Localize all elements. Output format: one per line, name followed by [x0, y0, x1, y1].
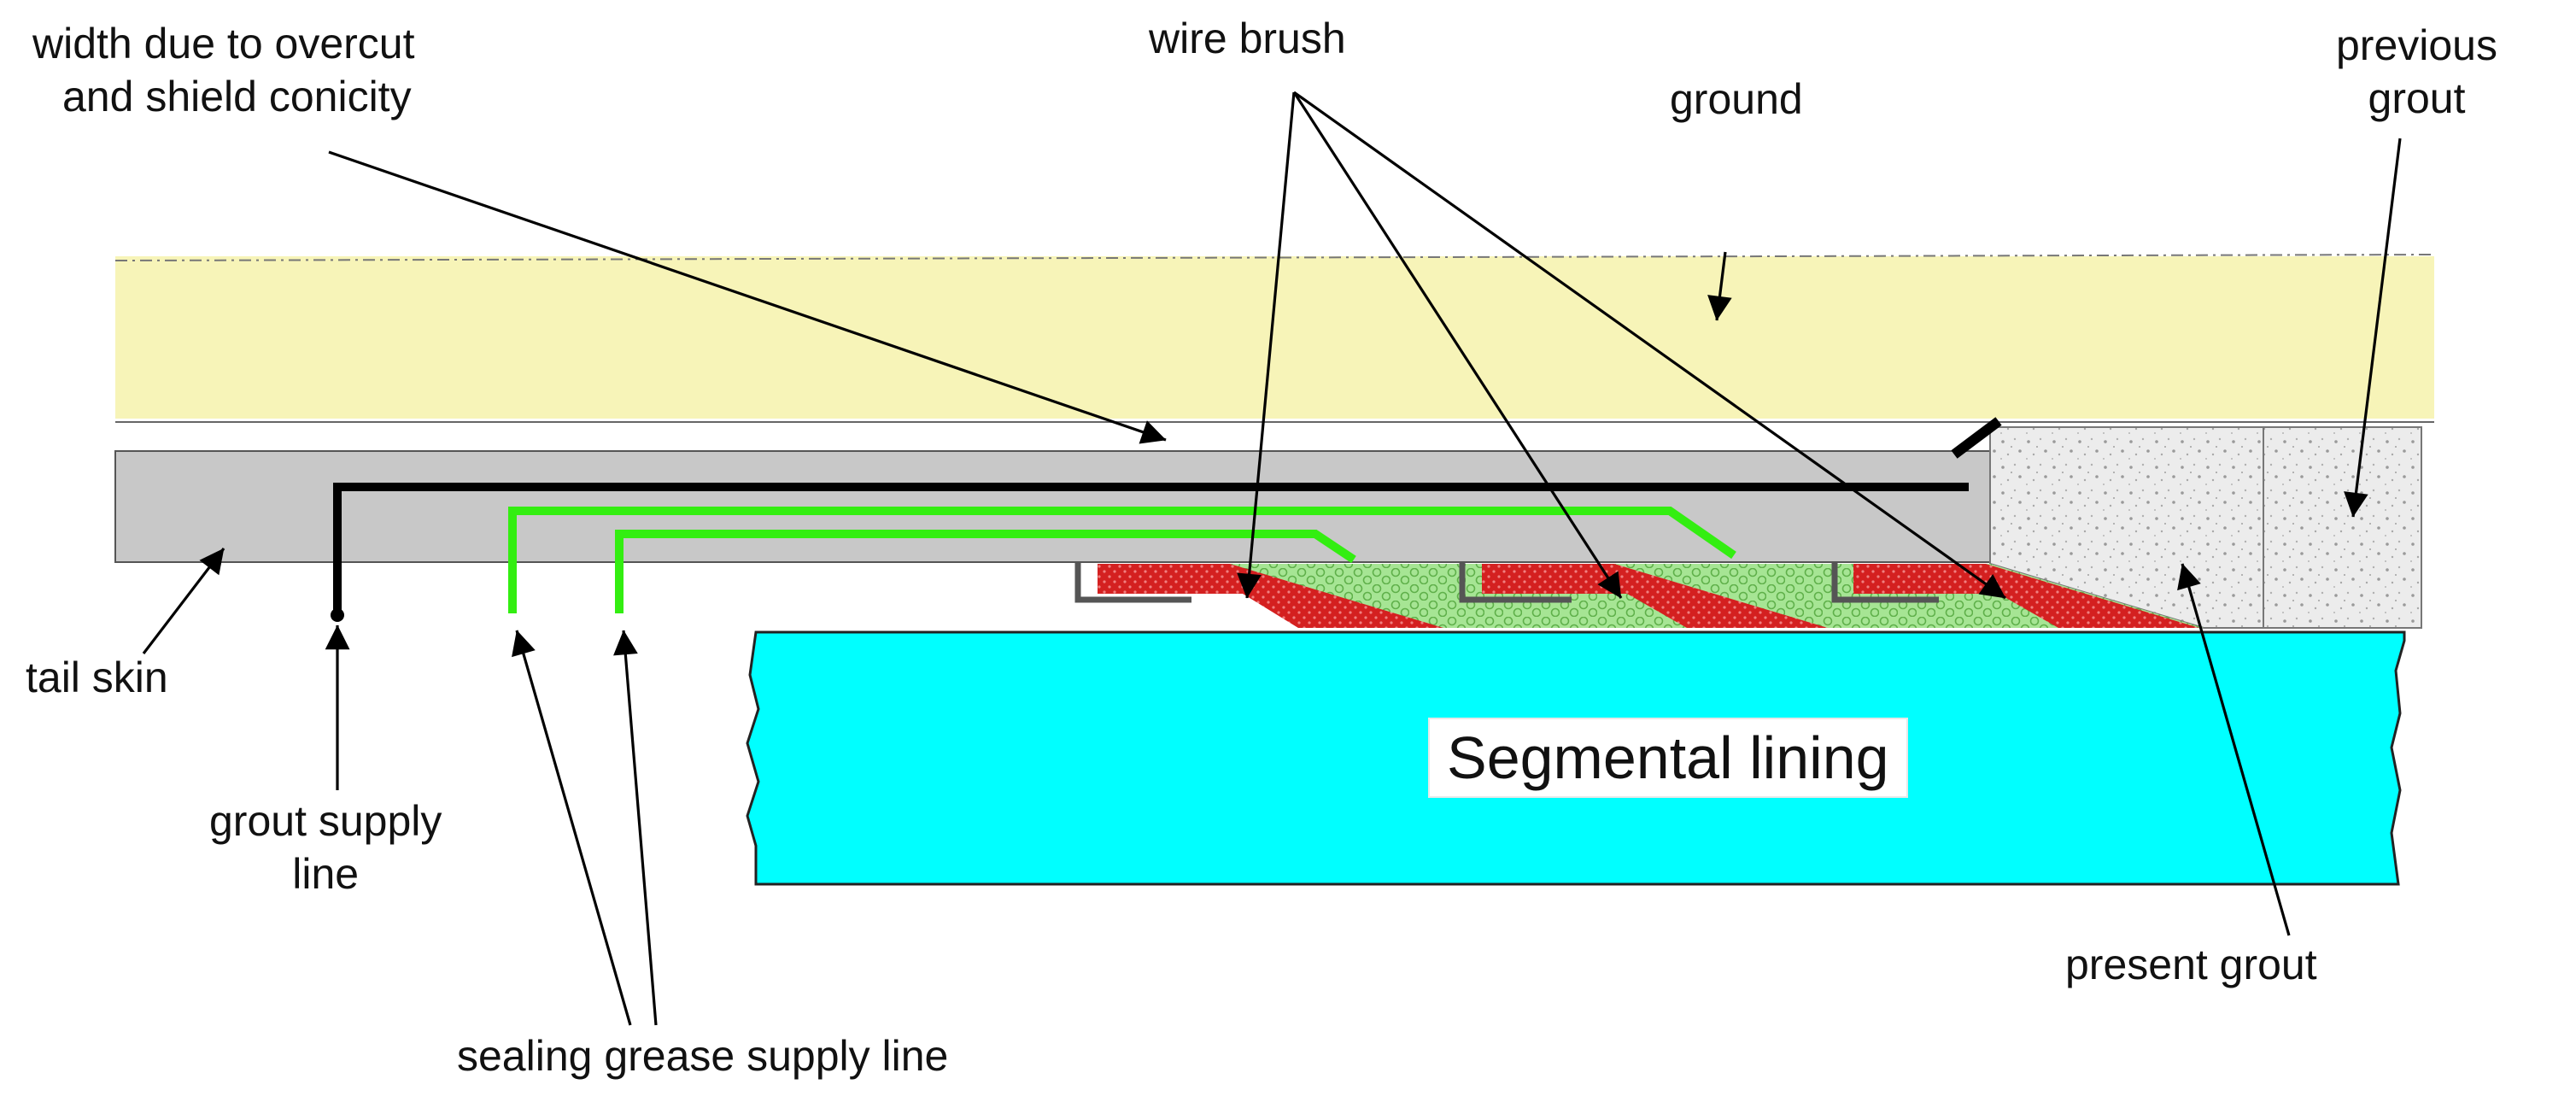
arrow-wire-brush-2: [1292, 91, 1623, 599]
arrow-grease-2: [613, 630, 658, 1026]
arrow-ground: [1707, 251, 1732, 321]
label-sealing-grease: sealing grease supply line: [457, 1032, 949, 1080]
arrow-wire-brush-3: [1293, 91, 2006, 600]
leader-arrows: [142, 91, 2402, 1026]
arrow-grease-1: [512, 630, 632, 1026]
ground-layer: [114, 254, 2435, 423]
grout-outlet-stub: [1951, 417, 2002, 459]
arrow-tail-skin: [142, 548, 225, 654]
brush-holder-3: [1831, 562, 1939, 603]
brush-holder-2: [1459, 562, 1572, 603]
arrow-wire-brush-1: [1237, 91, 1296, 599]
wire-brush-1: [1098, 564, 1443, 628]
label-ground: ground: [1670, 75, 1803, 123]
grease-pipe-2: [615, 530, 1356, 613]
label-previous-grout: previous grout: [2336, 19, 2497, 125]
grout-line-end: [331, 608, 344, 622]
label-width-overcut-line1: width due to overcut: [32, 20, 415, 67]
label-grout-supply: grout supply line: [209, 794, 442, 900]
label-wire-brush: wire brush: [1149, 15, 1346, 62]
label-grout-supply-line1: grout supply: [209, 797, 442, 845]
label-segmental-lining: Segmental lining: [1428, 718, 1908, 798]
label-present-grout: present grout: [2065, 941, 2317, 988]
arrow-previous-grout: [2344, 138, 2402, 518]
label-width-overcut-line2: and shield conicity: [62, 73, 412, 120]
ground-top-edge: [114, 254, 2435, 261]
grease-pipe-1: [508, 507, 1736, 613]
wire-brush-2: [1482, 564, 1828, 628]
arrow-overcut: [328, 150, 1167, 444]
grout-supply-pipe: [333, 483, 1969, 615]
label-tail-skin: tail skin: [26, 654, 168, 701]
brush-holder-1: [1074, 562, 1191, 603]
label-previous-grout-line2: grout: [2368, 74, 2466, 122]
wire-brush-3: [1853, 564, 2199, 628]
previous-grout-block: [2263, 426, 2422, 629]
arrow-present-grout: [2177, 563, 2291, 936]
label-grout-supply-line2: line: [292, 850, 360, 898]
ground-fill: [115, 256, 2434, 419]
supply-lines: [331, 417, 2002, 622]
label-previous-grout-line1: previous: [2336, 21, 2497, 69]
sealing-assembly: [1074, 562, 2204, 628]
label-width-overcut: width due to overcut and shield conicity: [32, 17, 415, 123]
